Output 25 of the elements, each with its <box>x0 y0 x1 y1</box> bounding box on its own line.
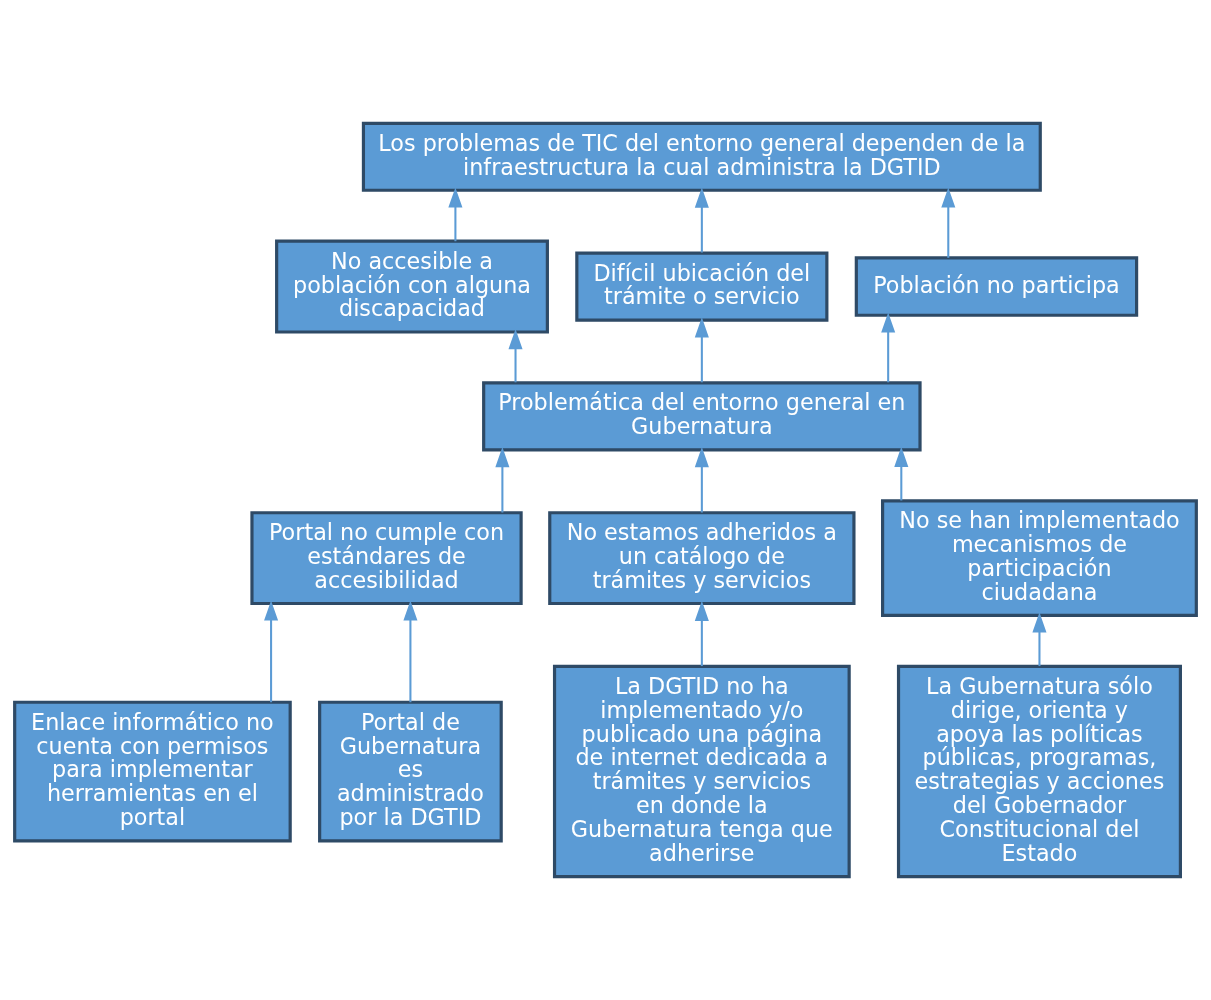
node-box: Portal de Gubernatura es administrado por la DGTID <box>318 700 503 843</box>
arrow <box>1032 612 1047 667</box>
arrow <box>403 600 418 703</box>
node-box: Portal no cumple con estándares de accesibilidad <box>250 511 523 606</box>
node-box: No accesible a población con alguna discapacidad <box>275 239 549 334</box>
node-box: La Gubernatura sólo dirige, orienta y apoya las políticas públicas, programas, estrategias y acciones del Gobernador Constitucional del Estado <box>896 664 1182 879</box>
node-box: Problemática del entorno general en Gubernatura <box>482 381 922 452</box>
node-box: No se han implementado mecanismos de participación ciudadana <box>881 499 1198 618</box>
node-box: Enlace informático no cuenta con permisos para implementar herramientas en el portal <box>13 700 292 843</box>
arrow <box>495 447 510 513</box>
arrow <box>264 600 279 703</box>
arrow <box>694 600 709 667</box>
arrow <box>448 187 463 242</box>
node-box: Difícil ubicación del trámite o servicio <box>575 251 829 322</box>
node-box: Población no participa <box>854 256 1139 317</box>
arrow <box>508 329 523 383</box>
arrow <box>941 187 956 258</box>
arrow <box>894 446 909 501</box>
node-box: Los problemas de TIC del entorno general dependen de la infraestructura la cual administra la DGTID <box>361 121 1042 192</box>
arrow <box>881 312 896 383</box>
node-box: No estamos adheridos a un catálogo de trámites y servicios <box>548 511 856 606</box>
arrow <box>694 447 709 513</box>
node-box: La DGTID no ha implementado y/o publicado una página de internet dedicada a trámites y servicios en donde la Gubernatura tenga que adherirse <box>552 664 851 879</box>
arrow <box>694 317 709 383</box>
arrow <box>694 187 709 253</box>
